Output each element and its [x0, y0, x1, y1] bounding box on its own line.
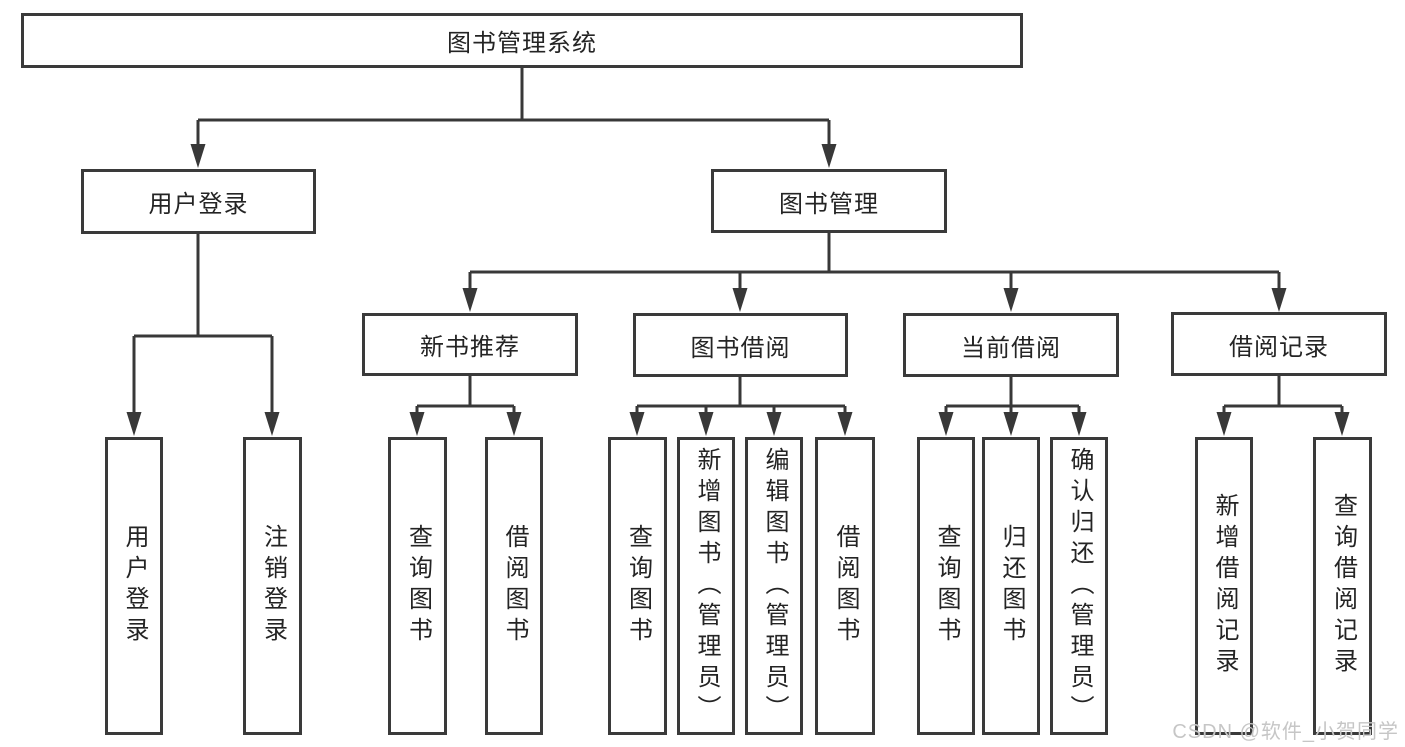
node-user-login-action-label: 用户登录 [121, 524, 148, 648]
node-user-login-action: 用户登录 [105, 437, 163, 735]
node-nb-query-book: 查询图书 [388, 437, 447, 735]
node-borrow-record-label: 借阅记录 [1229, 333, 1329, 361]
node-nb-borrow-book-label: 借阅图书 [501, 524, 528, 648]
node-br-query-record: 查询借阅记录 [1313, 437, 1372, 735]
node-current-borrow-label: 当前借阅 [961, 334, 1061, 362]
node-br-add-record: 新增借阅记录 [1195, 437, 1253, 735]
node-bb-add-book-label: 新增图书（管理员） [693, 446, 720, 726]
node-cb-query-book: 查询图书 [917, 437, 975, 735]
edge-book-borrow-to-children [629, 377, 853, 436]
node-root: 图书管理系统 [21, 13, 1023, 68]
node-bb-edit-book-label: 编辑图书（管理员） [761, 446, 788, 726]
csdn-watermark: CSDN @软件_小贺同学 [1172, 721, 1399, 743]
node-book-management: 图书管理 [711, 169, 947, 233]
node-user-login: 用户登录 [81, 169, 316, 234]
node-new-book-recommend: 新书推荐 [362, 313, 578, 376]
node-bb-add-book: 新增图书（管理员） [677, 437, 735, 735]
node-nb-borrow-book: 借阅图书 [485, 437, 543, 735]
node-cb-query-book-label: 查询图书 [933, 524, 960, 648]
node-bb-edit-book: 编辑图书（管理员） [745, 437, 803, 735]
node-cb-confirm-return: 确认归还（管理员） [1050, 437, 1108, 735]
node-root-label: 图书管理系统 [447, 30, 597, 57]
node-book-management-label: 图书管理 [779, 190, 879, 218]
node-cb-confirm-return-label: 确认归还（管理员） [1066, 446, 1093, 726]
node-bb-borrow-book: 借阅图书 [815, 437, 875, 735]
node-cb-return-book-label: 归还图书 [998, 524, 1025, 648]
node-logout-action-label: 注销登录 [259, 524, 287, 648]
node-nb-query-book-label: 查询图书 [404, 524, 432, 648]
node-book-borrow-label: 图书借阅 [690, 334, 791, 362]
node-user-login-label: 用户登录 [148, 191, 249, 218]
node-bb-query-book-label: 查询图书 [624, 524, 652, 648]
node-cb-return-book: 归还图书 [982, 437, 1040, 735]
edge-user-login-to-children [126, 234, 280, 436]
node-bb-query-book: 查询图书 [608, 437, 667, 735]
edge-new-book-recommend-to-children [409, 376, 522, 436]
node-logout-action: 注销登录 [243, 437, 302, 735]
edge-root-to-level2 [190, 68, 837, 168]
node-br-add-record-label: 新增借阅记录 [1211, 493, 1238, 679]
edge-book-management-to-level3 [462, 233, 1287, 312]
node-bb-borrow-book-label: 借阅图书 [832, 524, 859, 648]
edge-current-borrow-to-children [938, 377, 1087, 436]
node-borrow-record: 借阅记录 [1171, 312, 1387, 376]
node-br-query-record-label: 查询借阅记录 [1329, 493, 1357, 679]
node-current-borrow: 当前借阅 [903, 313, 1119, 377]
node-new-book-recommend-label: 新书推荐 [420, 334, 520, 361]
node-book-borrow: 图书借阅 [633, 313, 848, 377]
edge-borrow-record-to-children [1216, 376, 1350, 436]
